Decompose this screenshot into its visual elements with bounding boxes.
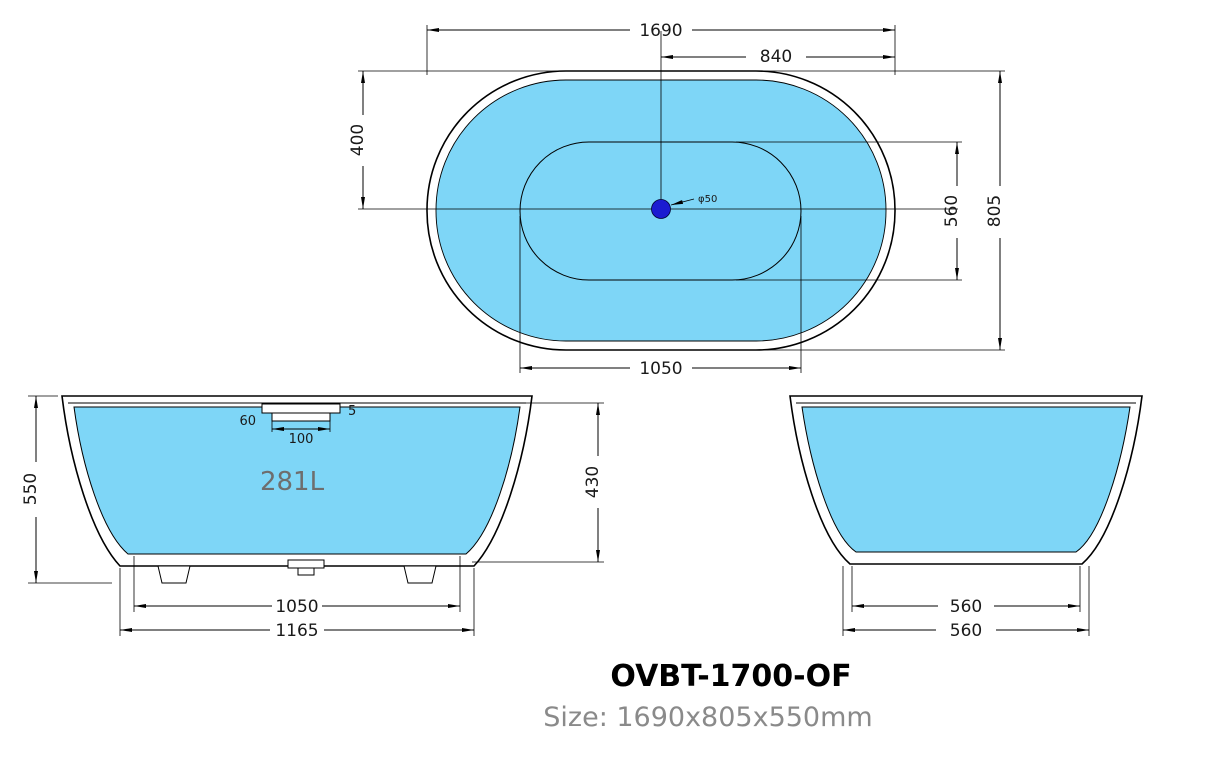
dim-840-label: 840: [760, 47, 792, 67]
dim-1050-top-label: 1050: [639, 359, 682, 379]
front-drain-pipe: [297, 567, 315, 576]
dim-1050-front-label: 1050: [275, 597, 318, 617]
dim-560-side-inner-label: 560: [950, 597, 982, 617]
drain-leader-line: [670, 198, 695, 206]
overflow-dim-60-label: 60: [239, 414, 256, 429]
dim-805-label: 805: [985, 195, 1005, 227]
overflow-slot-inner: [271, 412, 331, 422]
dim-1690-label: 1690: [639, 21, 682, 41]
front-drain-trap: [287, 559, 325, 569]
capacity-label: 281L: [260, 467, 325, 497]
dim-400-label: 400: [348, 124, 368, 156]
drain-hole: [651, 199, 671, 219]
dim-1165-label: 1165: [275, 621, 318, 641]
front-right-foot: [403, 565, 437, 584]
overflow-dim-100-label: 100: [289, 432, 314, 447]
size-subtitle: Size: 1690x805x550mm: [543, 702, 872, 733]
overflow-slot-outer: [261, 403, 341, 414]
dim-560-inner-label: 560: [942, 195, 962, 227]
top-view: φ50 1690 840 400 560 805 1050: [348, 21, 1005, 379]
side-view: 560 560: [789, 395, 1143, 641]
front-left-foot: [157, 565, 191, 584]
dim-560-side-outer-label: 560: [950, 621, 982, 641]
drain-diameter-label: φ50: [698, 194, 717, 205]
model-title: OVBT-1700-OF: [610, 659, 851, 694]
dim-550-label: 550: [21, 473, 41, 505]
front-water-fill: [73, 406, 521, 555]
side-water-fill: [801, 406, 1131, 553]
overflow-dim-5-label: 5: [348, 404, 356, 419]
dim-430-label: 430: [583, 466, 603, 498]
front-view: 60 5 100 281L 550 430 1050 1165: [21, 395, 604, 641]
top-floor-outline: [519, 141, 802, 281]
